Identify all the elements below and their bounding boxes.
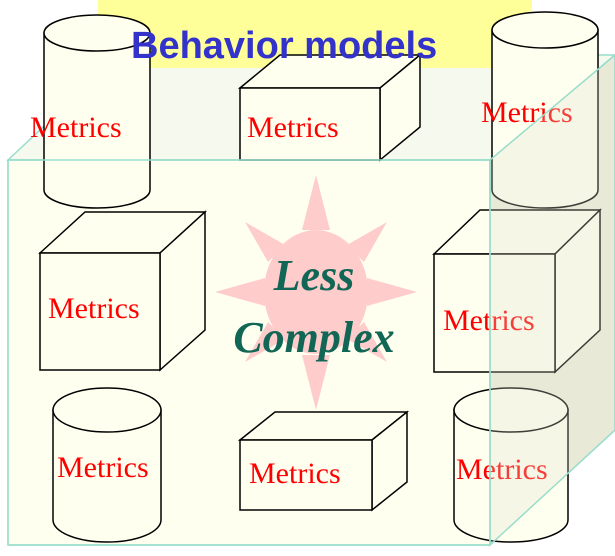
metric-label: Metrics <box>456 453 548 486</box>
metric-label: Metrics <box>247 111 339 144</box>
cube-middle-right: Metrics <box>432 208 602 374</box>
sun-burst <box>215 175 417 410</box>
center-text-line-1: Less <box>273 251 355 300</box>
container-overlay <box>7 54 615 547</box>
box-bottom-center: Metrics <box>237 410 410 512</box>
metric-label: Metrics <box>443 304 535 337</box>
cylinder-bottom-left: Metrics <box>52 387 162 543</box>
metric-label: Metrics <box>57 451 149 484</box>
metric-label: Metrics <box>48 292 140 325</box>
cube-middle-left: Metrics <box>38 210 207 372</box>
title-text: Behavior models <box>131 25 437 67</box>
metric-label: Metrics <box>30 111 122 144</box>
center-text-line-2: Complex <box>233 313 394 362</box>
cylinder-top-left: Metrics <box>30 14 151 209</box>
box-top-center: Metrics <box>237 53 423 162</box>
metric-label: Metrics <box>249 457 341 490</box>
cylinder-bottom-right: Metrics <box>453 387 569 543</box>
cylinder-top-right: Metrics <box>481 11 599 209</box>
sun-core <box>264 230 368 354</box>
metric-label: Metrics <box>481 96 573 129</box>
